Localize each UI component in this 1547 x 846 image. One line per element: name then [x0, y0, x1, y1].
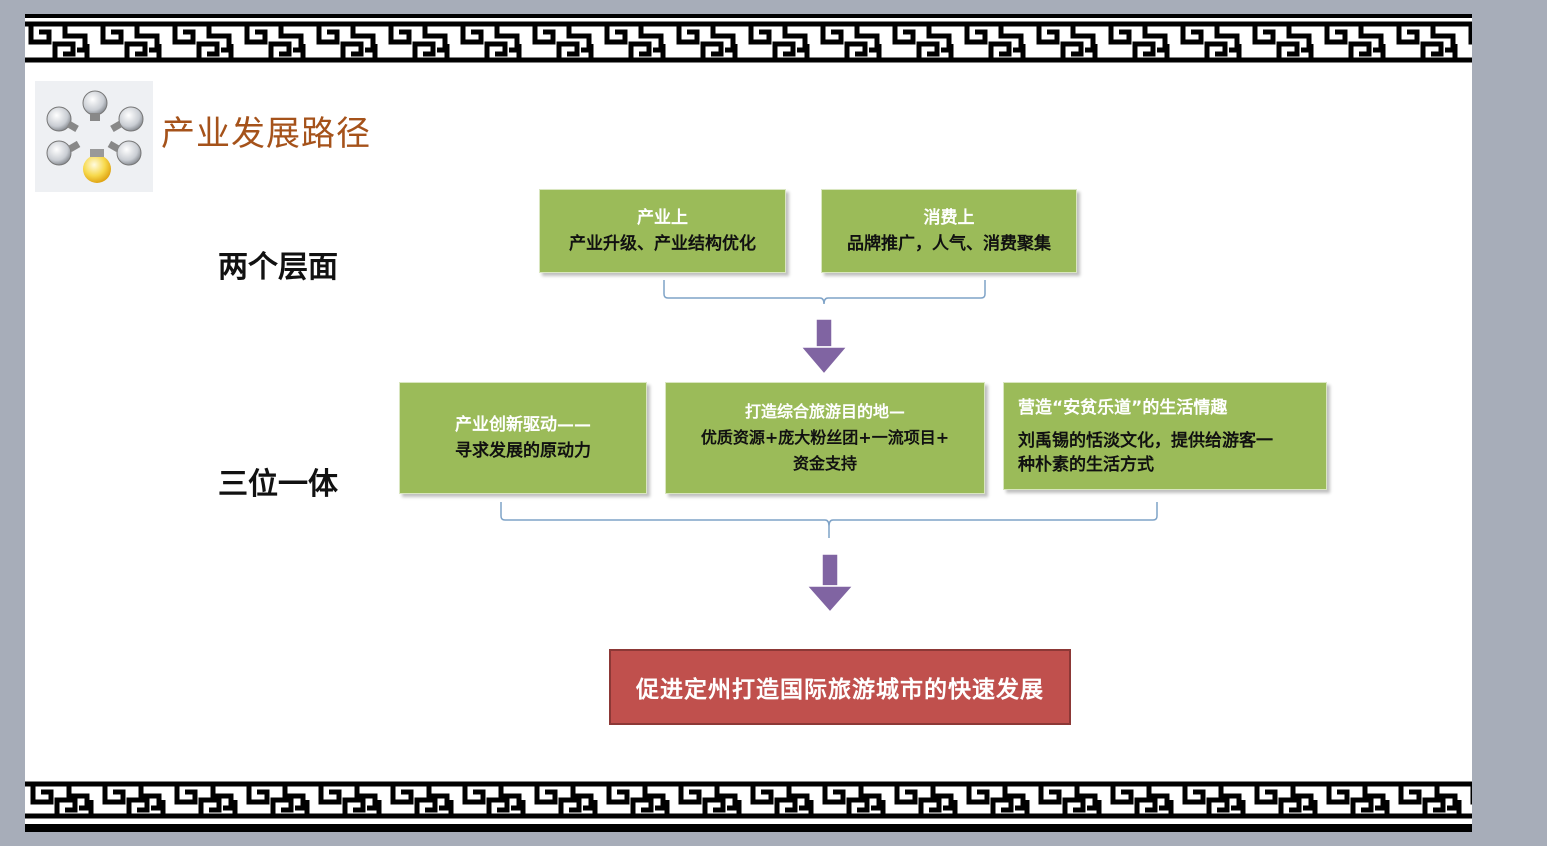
box-line: 寻求发展的原动力: [455, 441, 591, 461]
bracket-top: [663, 280, 986, 305]
result-box: 促进定州打造国际旅游城市的快速发展: [609, 649, 1071, 725]
page-title: 产业发展路径: [161, 114, 371, 154]
box-industry: 产业上 产业升级、产业结构优化: [539, 189, 786, 273]
lightbulbs-circle-icon: [35, 81, 153, 192]
box-lifestyle: 营造“安贫乐道”的生活情趣 刘禹锡的恬淡文化，提供给游客一 种朴素的生活方式: [1003, 382, 1327, 490]
row-label-two-levels: 两个层面: [218, 250, 338, 285]
decorative-fret-border-bottom: [25, 776, 1472, 832]
row-label-trinity: 三位一体: [218, 467, 338, 502]
box-heading: 营造“安贫乐道”的生活情趣: [1018, 398, 1228, 418]
box-heading: 产业上: [637, 208, 688, 228]
bracket-bottom: [500, 502, 1158, 538]
box-line: 品牌推广，人气、消费聚集: [847, 234, 1051, 254]
box-heading: 打造综合旅游目的地—: [744, 402, 905, 421]
down-arrow-icon: [799, 318, 849, 376]
decorative-fret-border-top: [25, 14, 1472, 70]
box-consumption: 消费上 品牌推广，人气、消费聚集: [821, 189, 1077, 273]
box-line: 刘禹锡的恬淡文化，提供给游客一: [1018, 431, 1273, 451]
box-heading: 消费上: [923, 208, 975, 228]
box-heading: 产业创新驱动——: [455, 415, 591, 435]
box-innovation: 产业创新驱动—— 寻求发展的原动力: [399, 382, 647, 494]
box-line: 种朴素的生活方式: [1018, 455, 1154, 475]
box-line: 产业升级、产业结构优化: [569, 234, 756, 254]
down-arrow-icon: [805, 553, 855, 614]
box-line: 优质资源+庞大粉丝团+一流项目+: [700, 428, 950, 447]
slide: 产业发展路径 两个层面 产业上 产业升级、产业结构优化 消费上 品牌推广，人气、…: [25, 14, 1472, 832]
box-destination: 打造综合旅游目的地— 优质资源+庞大粉丝团+一流项目+ 资金支持: [665, 382, 985, 494]
box-line: 资金支持: [792, 454, 857, 473]
